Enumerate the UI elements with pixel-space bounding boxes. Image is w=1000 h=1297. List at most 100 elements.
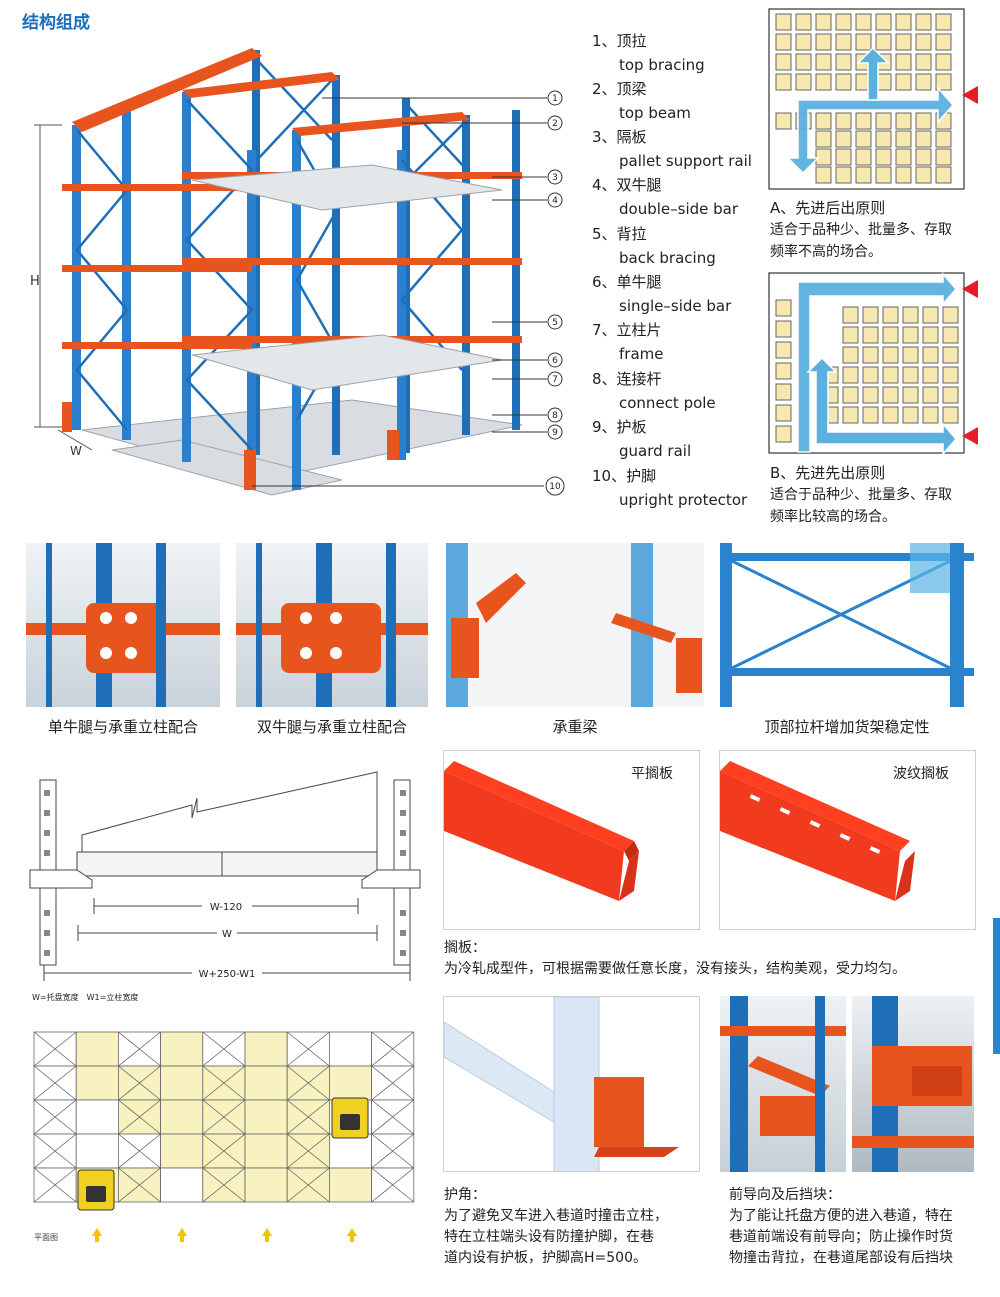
floor-bracing bbox=[33, 1031, 77, 1067]
pallet-cell bbox=[935, 130, 952, 148]
pallet-cell bbox=[935, 73, 952, 91]
pallet-cell bbox=[862, 306, 879, 324]
rack-structure-diagram: H W bbox=[30, 48, 565, 496]
floor-cell bbox=[328, 1133, 372, 1169]
pallet-cell bbox=[795, 73, 812, 91]
pallet-cell bbox=[835, 130, 852, 148]
floor-cell bbox=[244, 1167, 288, 1203]
guard-description: 护角： 为了避免叉车进入巷道时撞击立柱， 特在立柱端头设有防撞护脚，在巷 道内设… bbox=[444, 1187, 668, 1266]
dim-w: W bbox=[222, 929, 232, 940]
pallet-cell bbox=[815, 166, 832, 184]
pallet-cell bbox=[815, 33, 832, 51]
pallet-cell bbox=[855, 33, 872, 51]
callout-10: 10 bbox=[549, 482, 561, 492]
floor-bracing bbox=[118, 1167, 161, 1203]
pallet-cell bbox=[935, 53, 952, 71]
side-tab bbox=[993, 918, 1000, 1054]
photo-top-bracing bbox=[720, 543, 974, 707]
pallet-cell bbox=[815, 148, 832, 166]
pallet-cell bbox=[842, 346, 859, 364]
pallet-cell bbox=[882, 366, 899, 384]
pallet-cell bbox=[882, 326, 899, 344]
floor-cell bbox=[244, 1065, 288, 1101]
pallet-cell bbox=[942, 366, 959, 384]
floor-cell bbox=[160, 1099, 204, 1135]
callout-8: 8 bbox=[552, 411, 558, 421]
pallet-cell bbox=[902, 306, 919, 324]
pallet-cell bbox=[775, 112, 792, 130]
photo-double-side-bar bbox=[236, 543, 428, 707]
pallet-cell bbox=[915, 73, 932, 91]
pallet-cell bbox=[915, 33, 932, 51]
caption-double-side-bar: 双牛腿与承重立柱配合 bbox=[256, 718, 407, 736]
pallet-cell bbox=[875, 166, 892, 184]
pallet-cell bbox=[835, 33, 852, 51]
floor-bracing bbox=[286, 1031, 330, 1067]
pallet-cell bbox=[775, 13, 792, 31]
corrugated-rail-label: 波纹搁板 bbox=[893, 766, 949, 782]
pallet-cell bbox=[895, 73, 912, 91]
pallet-cell bbox=[895, 112, 912, 130]
floor-bracing bbox=[33, 1167, 77, 1203]
pallet-cell bbox=[915, 112, 932, 130]
pallet-cell bbox=[935, 166, 952, 184]
pallet-cell bbox=[895, 130, 912, 148]
floor-cell bbox=[328, 1031, 372, 1067]
pallet-cell bbox=[922, 366, 939, 384]
pallet-cell bbox=[842, 306, 859, 324]
photo-rear-stopper bbox=[852, 996, 974, 1172]
floor-bracing bbox=[286, 1167, 330, 1203]
pallet-cell bbox=[815, 130, 832, 148]
pallet-cell bbox=[855, 112, 872, 130]
pallet-cell bbox=[875, 130, 892, 148]
guard-illustration bbox=[443, 996, 700, 1172]
floor-cell bbox=[160, 1133, 204, 1169]
principle-a-diagram bbox=[768, 8, 978, 190]
callout-5: 5 bbox=[552, 318, 558, 328]
pallet-cell bbox=[895, 166, 912, 184]
pallet-cell bbox=[795, 13, 812, 31]
pallet-cell bbox=[775, 362, 792, 380]
floor-cell bbox=[328, 1065, 372, 1101]
caption-single-side-bar: 单牛腿与承重立柱配合 bbox=[47, 718, 198, 736]
floor-bracing bbox=[202, 1133, 246, 1169]
pallet-cell bbox=[842, 406, 859, 424]
pallet-cell bbox=[902, 326, 919, 344]
pallet-cell bbox=[775, 33, 792, 51]
pallet-cell bbox=[835, 73, 852, 91]
photo-front-guide bbox=[720, 996, 846, 1172]
pallet-cell bbox=[875, 148, 892, 166]
floor-bracing bbox=[202, 1099, 246, 1135]
floor-bracing bbox=[202, 1167, 246, 1203]
floor-bracing bbox=[371, 1133, 415, 1169]
floor-cell bbox=[244, 1099, 288, 1135]
photo-load-beam bbox=[446, 543, 704, 707]
pallet-cell bbox=[862, 406, 879, 424]
floor-bracing bbox=[33, 1133, 77, 1169]
pallet-cell bbox=[855, 130, 872, 148]
callout-9: 9 bbox=[552, 428, 558, 438]
dim-w-120: W-120 bbox=[210, 902, 242, 913]
pallet-cell bbox=[915, 53, 932, 71]
floor-bracing bbox=[286, 1099, 330, 1135]
pallet-cell bbox=[875, 13, 892, 31]
floor-cell bbox=[160, 1031, 204, 1067]
pallet-cell bbox=[915, 166, 932, 184]
corrugated-rail-card: 波纹搁板 bbox=[719, 750, 976, 930]
pallet-cell bbox=[895, 13, 912, 31]
floor-bracing bbox=[286, 1065, 330, 1101]
pallet-cell bbox=[915, 13, 932, 31]
floor-cell bbox=[75, 1065, 119, 1101]
floor-bracing bbox=[33, 1065, 77, 1101]
floor-bracing bbox=[118, 1099, 161, 1135]
pallet-cell bbox=[775, 299, 792, 317]
pallet-cell bbox=[942, 346, 959, 364]
floor-bracing bbox=[118, 1031, 161, 1067]
pallet-cell bbox=[942, 386, 959, 404]
pallet-cell bbox=[895, 33, 912, 51]
